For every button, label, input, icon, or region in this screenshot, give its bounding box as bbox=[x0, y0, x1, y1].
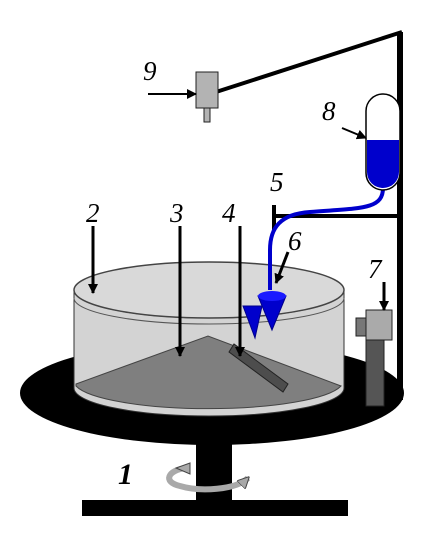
delivery-tube bbox=[268, 187, 385, 290]
shaft bbox=[196, 440, 232, 502]
label-2: 2 bbox=[86, 198, 100, 228]
label-6: 6 bbox=[288, 226, 302, 256]
rotation-arrow-left-cap bbox=[174, 462, 191, 475]
arrow-8 bbox=[341, 127, 367, 140]
label-7: 7 bbox=[368, 254, 383, 284]
nozzle-b-top bbox=[258, 291, 286, 301]
label-8: 8 bbox=[322, 96, 336, 126]
nozzle-cluster bbox=[242, 291, 287, 340]
sensor-body bbox=[365, 309, 393, 341]
frame-arm-top bbox=[215, 30, 403, 94]
sensor-post bbox=[365, 331, 385, 407]
arrow-6 bbox=[274, 251, 290, 284]
rotation-arrow-icon bbox=[166, 465, 248, 493]
camera-body bbox=[195, 71, 219, 109]
water-surface bbox=[73, 297, 345, 325]
label-3: 3 bbox=[169, 198, 184, 228]
label-9: 9 bbox=[143, 56, 157, 86]
reservoir-liquid bbox=[367, 140, 399, 188]
label-1: 1 bbox=[118, 458, 133, 491]
label-4: 4 bbox=[222, 198, 236, 228]
label-5: 5 bbox=[270, 167, 284, 197]
camera-lens bbox=[203, 107, 211, 123]
vessel-rim bbox=[73, 261, 345, 319]
material-cone bbox=[75, 335, 342, 410]
nozzle-a bbox=[242, 305, 263, 340]
base-plate bbox=[82, 500, 348, 516]
